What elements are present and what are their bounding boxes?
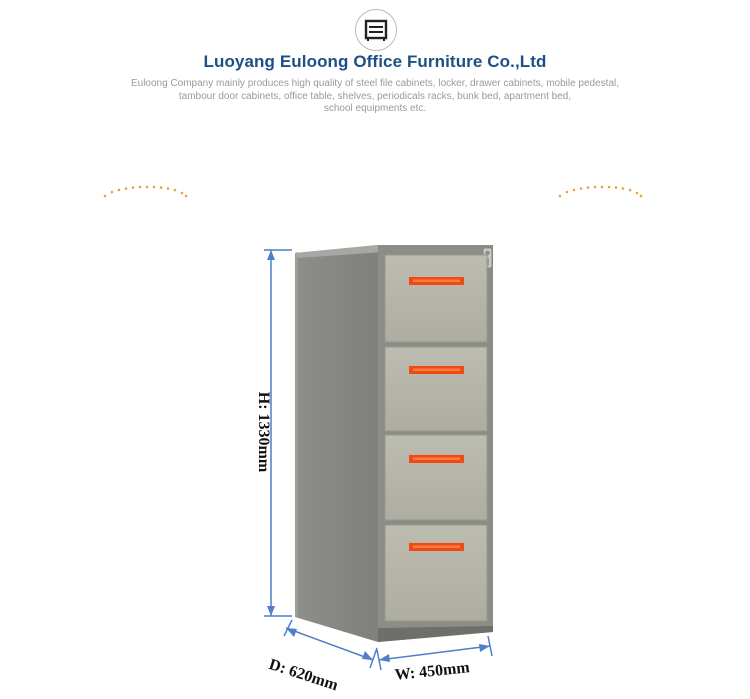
dotted-arc-right — [558, 185, 643, 198]
width-dimension-line — [376, 635, 493, 671]
description-line: Euloong Company mainly produces high qua… — [130, 78, 620, 89]
company-description: Euloong Company mainly produces high qua… — [110, 78, 640, 116]
depth-dimension-line — [283, 619, 378, 669]
cabinet-icon — [364, 19, 388, 41]
drawer-4 — [384, 524, 488, 622]
cabinet-side-panel — [295, 245, 378, 642]
logo-badge — [355, 9, 397, 51]
dotted-arc-left — [103, 185, 188, 198]
drawer-2 — [384, 346, 488, 432]
height-label: H: 1330mm — [255, 391, 272, 473]
company-title: Luoyang Euloong Office Furniture Co.,Ltd — [203, 52, 547, 71]
drawer-1 — [384, 254, 488, 343]
description-line: school equipments etc. — [323, 103, 427, 114]
height-dimension-line — [264, 249, 292, 617]
drawer-3 — [384, 434, 488, 521]
description-line: tambour door cabinets, office table, she… — [178, 90, 572, 102]
